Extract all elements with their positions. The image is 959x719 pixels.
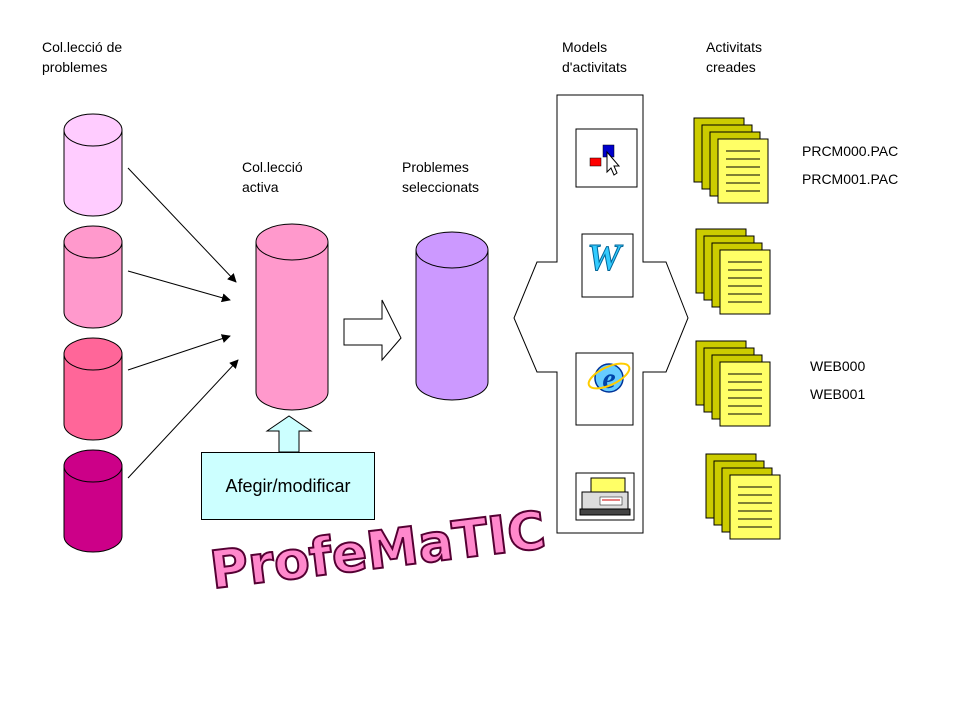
models-label: Models d'activitats [562,39,627,75]
collection-cylinder-4 [63,449,123,553]
selected-problems-cylinder [415,231,489,401]
selected-problems-label: Problemes seleccionats [402,159,480,195]
word-w-icon: W [581,233,634,298]
file-name: PRCM000.PAC [802,143,899,159]
flow-arrow-up [265,415,313,453]
created-docs-stack-2 [695,228,771,315]
file-name: PRCM001.PAC [802,171,899,187]
internet-explorer-icon: e [575,352,634,426]
collection-cylinder-2 [63,225,123,329]
active-collection-label: Col.lecció activa [242,159,303,195]
svg-text:W: W [587,237,624,279]
file-name: WEB000 [810,358,866,374]
created-docs-stack-4 [705,453,781,540]
flow-arrow-right [343,299,402,362]
collection-label: Col.lecció de problemes [42,39,123,75]
collection-cylinder-3 [63,337,123,441]
arrow-1 [127,167,237,283]
created-docs-stack-1 [693,117,769,204]
active-collection-cylinder [255,223,329,411]
clic-icon [575,128,638,188]
arrow-2 [127,270,231,303]
created-activities-label: Activitats creades [706,39,763,75]
arrow-4 [127,359,239,479]
file-name: WEB001 [810,386,866,402]
collection-cylinder-1 [63,113,123,217]
models-bracket [513,94,689,534]
collection-arrows [127,167,239,479]
created-docs-stack-3 [695,340,771,427]
arrow-3 [127,334,231,371]
add-modify-button[interactable]: Afegir/modificar [201,452,375,520]
printer-icon [575,472,635,521]
